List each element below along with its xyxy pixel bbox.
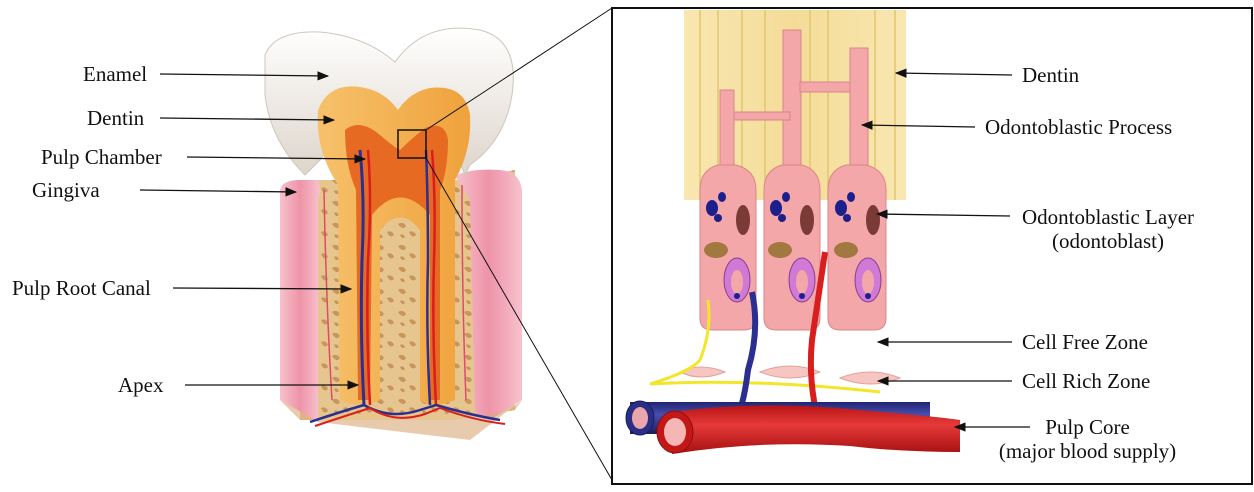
odontoblast-cells [700, 165, 886, 330]
label-cell-rich-zone: Cell Rich Zone [1022, 369, 1150, 393]
label-pulp-core-line1: Pulp Core [985, 415, 1190, 439]
label-odontoblastic-layer-line1: Odontoblastic Layer [1018, 205, 1198, 229]
gingiva [280, 180, 320, 422]
label-enamel: Enamel [83, 62, 147, 86]
label-pulp-root-canal: Pulp Root Canal [12, 276, 151, 300]
label-cell-free-zone: Cell Free Zone [1022, 330, 1148, 354]
label-pulp-core-line2: (major blood supply) [985, 439, 1190, 463]
label-gingiva: Gingiva [32, 178, 100, 202]
label-odontoblastic-layer: Odontoblastic Layer (odontoblast) [1018, 205, 1198, 253]
label-odontoblastic-process: Odontoblastic Process [985, 115, 1172, 139]
label-dentin-zoom: Dentin [1022, 63, 1079, 87]
label-dentin: Dentin [87, 106, 144, 130]
tooth-cross-section [265, 8, 612, 480]
label-pulp-core: Pulp Core (major blood supply) [985, 415, 1190, 463]
label-odontoblastic-layer-line2: (odontoblast) [1018, 229, 1198, 253]
label-pulp-chamber: Pulp Chamber [41, 145, 162, 169]
label-apex: Apex [118, 373, 164, 397]
